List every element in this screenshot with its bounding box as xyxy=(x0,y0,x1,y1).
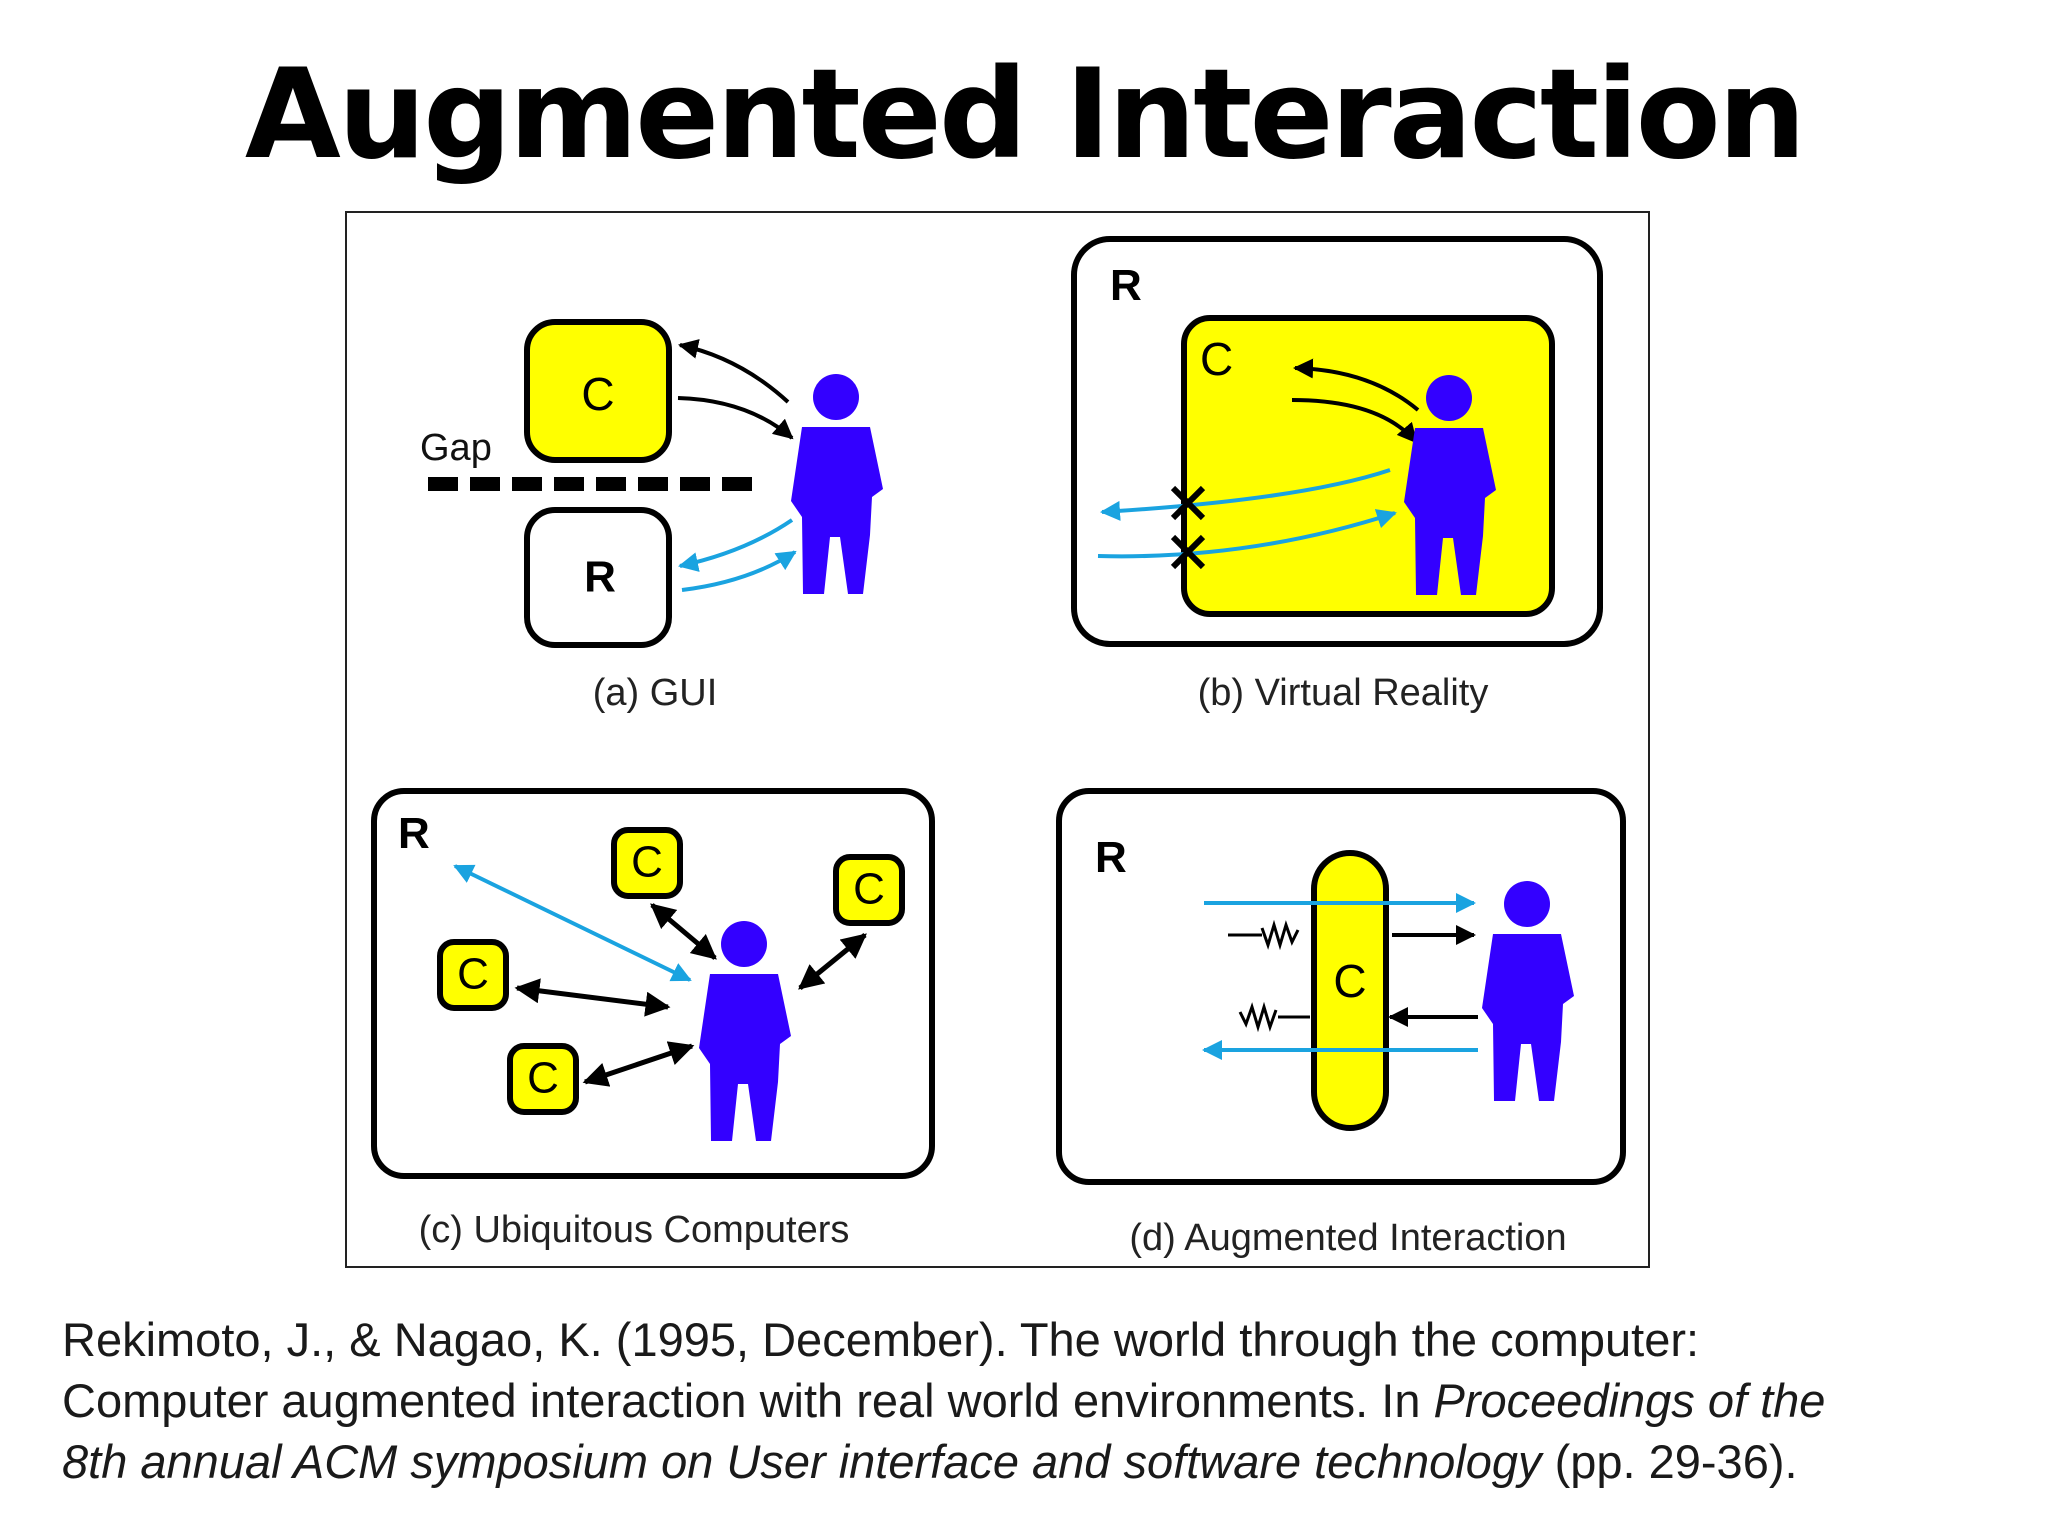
arrow-person-to-computer xyxy=(1293,358,1420,412)
computer-box xyxy=(524,319,672,463)
arrow-person-computer xyxy=(650,903,717,960)
panel-caption: (b) Virtual Reality xyxy=(1198,672,1489,714)
citation-line-3: 8th annual ACM symposium on User interfa… xyxy=(62,1432,1798,1492)
citation-venue: 8th annual ACM symposium on User interfa… xyxy=(62,1435,1542,1488)
arrow-person-real xyxy=(453,864,692,982)
computer-label: C xyxy=(457,950,489,999)
arrow-person-to-real xyxy=(678,518,794,572)
slide-title: Augmented Interaction xyxy=(244,43,1806,187)
panel-caption: (c) Ubiquitous Computers xyxy=(419,1209,850,1251)
panel-augmented-interaction: R C (d) Augmented Interaction xyxy=(1056,788,1626,1259)
real-label: R xyxy=(1110,261,1142,310)
real-box xyxy=(524,507,672,648)
arrow-real-to-person xyxy=(681,550,797,592)
panel-virtual-reality: R C (b) Virtual Reality xyxy=(1071,236,1603,714)
panel-caption: (a) GUI xyxy=(593,672,718,714)
arrow-person-to-computer xyxy=(678,339,790,404)
panel-ubiquitous-computers: R C C C C (c) Ubiquitous Computers xyxy=(371,788,935,1251)
arrow-person-computer xyxy=(798,933,867,990)
computer-box xyxy=(833,854,905,926)
person-figure xyxy=(791,374,883,594)
squiggle-mark xyxy=(1228,919,1300,951)
arrow-person-computer xyxy=(582,1041,695,1087)
real-label: R xyxy=(398,809,430,858)
citation-text: Rekimoto, J., & Nagao, K. (1995, Decembe… xyxy=(62,1313,1700,1366)
real-label: R xyxy=(584,553,616,602)
computer-label: C xyxy=(1333,955,1366,1007)
arrow-person-computer xyxy=(514,978,671,1017)
computer-label: C xyxy=(1200,333,1233,385)
computer-label: C xyxy=(631,838,663,887)
block-x-mark xyxy=(1170,485,1206,521)
blocked-arrow-incoming xyxy=(1097,509,1397,559)
citation-venue: Proceedings of the xyxy=(1433,1374,1826,1427)
citation-text: Computer augmented interaction with real… xyxy=(62,1374,1434,1427)
computer-label: C xyxy=(527,1054,559,1103)
gap-label: Gap xyxy=(420,427,492,469)
computer-label: C xyxy=(581,368,614,420)
computer-label: C xyxy=(853,865,885,914)
computer-box xyxy=(507,1043,579,1115)
citation-pages: (pp. 29-36). xyxy=(1541,1435,1798,1488)
computer-box xyxy=(1311,850,1389,1131)
blocked-arrow-outgoing xyxy=(1100,468,1391,521)
block-x-mark xyxy=(1170,534,1206,570)
citation-line-1: Rekimoto, J., & Nagao, K. (1995, Decembe… xyxy=(62,1310,1699,1370)
squiggle-mark xyxy=(1238,1001,1310,1033)
panel-caption: (d) Augmented Interaction xyxy=(1129,1217,1566,1259)
panel-gui: C R Gap (a) GUI xyxy=(420,319,883,714)
real-label: R xyxy=(1095,833,1127,882)
citation-line-2: Computer augmented interaction with real… xyxy=(62,1371,1825,1431)
arrow-computer-to-person xyxy=(677,396,794,440)
arrow-computer-to-person xyxy=(1291,398,1418,444)
computer-world-box xyxy=(1181,315,1555,617)
